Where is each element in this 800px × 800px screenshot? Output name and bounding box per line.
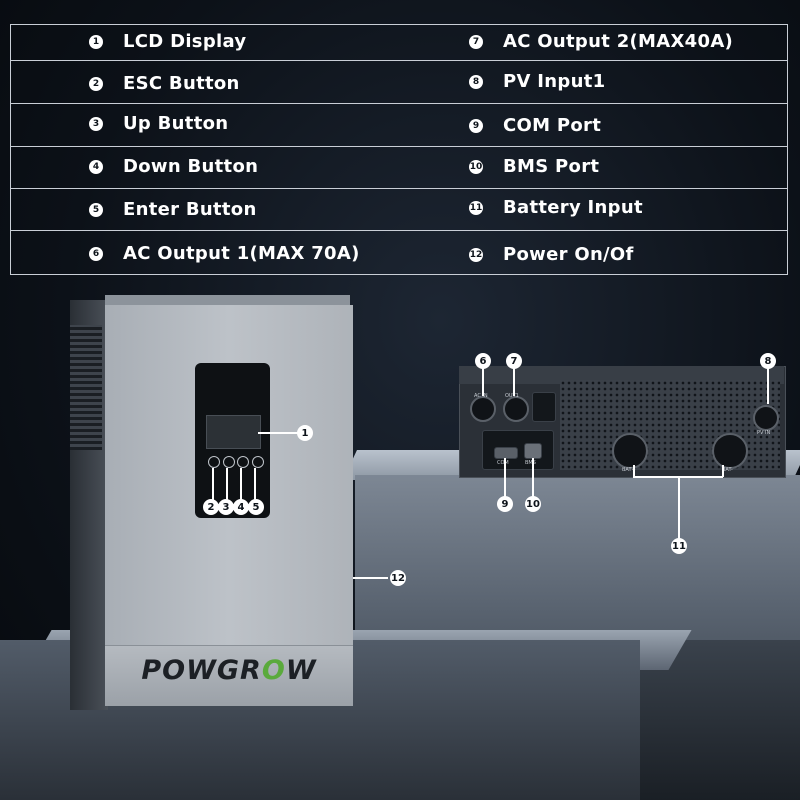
legend-label: Battery Input: [503, 197, 643, 218]
ac-in-label: AC IN: [474, 393, 488, 399]
legend-item: 7 AC Output 2(MAX40A): [469, 21, 733, 62]
legend-item: 2 ESC Button: [89, 63, 240, 104]
legend-table: 1 LCD Display 2 ESC Button 3 Up Button 4…: [10, 24, 788, 275]
legend-number: 7: [469, 34, 483, 49]
product-scene: POWGROW 1 2 3 4 5 12 AC IN OUT1 PV IN CO…: [0, 280, 800, 800]
legend-label: AC Output 2(MAX40A): [503, 31, 734, 52]
out1-label: OUT1: [505, 393, 519, 399]
comm-bay: [482, 430, 554, 470]
legend-number: 12: [469, 247, 483, 262]
com-label: COM: [497, 460, 509, 466]
legend-item: 3 Up Button: [89, 103, 228, 144]
callout-1: 1: [297, 425, 313, 441]
legend-item: 8 PV Input1: [469, 61, 605, 102]
callout-11: 11: [671, 538, 687, 554]
legend-divider: [11, 188, 787, 189]
inverter-vent: [70, 325, 102, 450]
callout-4: 4: [233, 499, 249, 515]
legend-item: 12 Power On/Of: [469, 234, 634, 275]
callout-line: [254, 468, 256, 500]
legend-item: 4 Down Button: [89, 146, 258, 187]
port-cover: [532, 392, 556, 422]
ac-input-port: [470, 396, 496, 422]
ac-output-port: [503, 396, 529, 422]
legend-label: Power On/Of: [503, 244, 634, 265]
lcd-display: [206, 415, 261, 449]
legend-label: AC Output 1(MAX 70A): [123, 243, 360, 264]
callout-10: 10: [525, 496, 541, 512]
inverter-top: [105, 295, 350, 307]
callout-line: [767, 368, 769, 404]
down-button[interactable]: [237, 456, 250, 468]
legend-label: ESC Button: [123, 73, 240, 94]
battery-minus-terminal: [712, 433, 748, 469]
legend-number: 4: [89, 159, 103, 174]
legend-number: 1: [89, 34, 103, 49]
legend-item: 5 Enter Button: [89, 189, 257, 230]
legend-number: 10: [469, 159, 483, 174]
legend-number: 2: [89, 76, 103, 91]
up-button[interactable]: [222, 456, 235, 468]
callout-line: [722, 465, 724, 477]
pv-in-label: PV IN: [757, 430, 771, 436]
callout-2: 2: [203, 499, 219, 515]
legend-item: 11 Battery Input: [469, 187, 643, 228]
legend-label: PV Input1: [503, 71, 606, 92]
callout-line: [633, 465, 635, 477]
callout-line: [504, 458, 506, 498]
callout-line: [482, 368, 484, 396]
bms-port: [524, 443, 542, 459]
legend-divider: [11, 60, 787, 61]
callout-line: [226, 468, 228, 500]
brand-logo: POWGROW: [105, 655, 353, 686]
callout-line: [513, 368, 515, 396]
callout-line: [678, 477, 680, 539]
legend-label: Enter Button: [123, 199, 257, 220]
callout-6: 6: [475, 353, 491, 369]
bat-minus-label: BAT-: [722, 467, 733, 473]
legend-label: LCD Display: [123, 31, 247, 52]
legend-item: 1 LCD Display: [89, 21, 246, 62]
legend-number: 6: [89, 246, 103, 261]
brand-text: POWGR: [141, 655, 262, 686]
brand-text-accent: O: [261, 655, 286, 686]
legend-item: 6 AC Output 1(MAX 70A): [89, 233, 360, 274]
callout-3: 3: [218, 499, 234, 515]
callout-line: [353, 577, 388, 579]
legend-number: 3: [89, 116, 103, 131]
callout-5: 5: [248, 499, 264, 515]
bat-plus-label: BAT+: [622, 467, 636, 473]
enter-button[interactable]: [251, 456, 264, 468]
legend-label: BMS Port: [503, 156, 600, 177]
legend-label: COM Port: [503, 115, 602, 136]
callout-line: [258, 432, 298, 434]
legend-number: 11: [469, 200, 483, 215]
inverter-base: [105, 645, 353, 706]
legend-label: Up Button: [123, 113, 229, 134]
legend-divider: [11, 230, 787, 231]
callout-line: [212, 468, 214, 500]
bms-label: BMS: [525, 460, 536, 466]
key-row: [208, 456, 264, 468]
brand-text: W: [285, 655, 317, 686]
legend-number: 5: [89, 202, 103, 217]
legend-item: 10 BMS Port: [469, 146, 599, 187]
callout-line: [240, 468, 242, 500]
rear-panel-top: [459, 366, 784, 384]
battery-plus-terminal: [612, 433, 648, 469]
legend-number: 9: [469, 118, 483, 133]
legend-number: 8: [469, 74, 483, 89]
callout-8: 8: [760, 353, 776, 369]
callout-line: [532, 458, 534, 498]
legend-divider: [11, 146, 787, 147]
callout-7: 7: [506, 353, 522, 369]
legend-item: 9 COM Port: [469, 105, 601, 146]
callout-9: 9: [497, 496, 513, 512]
com-port: [494, 447, 518, 459]
legend-label: Down Button: [123, 156, 259, 177]
callout-12: 12: [390, 570, 406, 586]
pv-input-port: [753, 405, 779, 431]
legend-divider: [11, 103, 787, 104]
esc-button[interactable]: [208, 456, 220, 468]
